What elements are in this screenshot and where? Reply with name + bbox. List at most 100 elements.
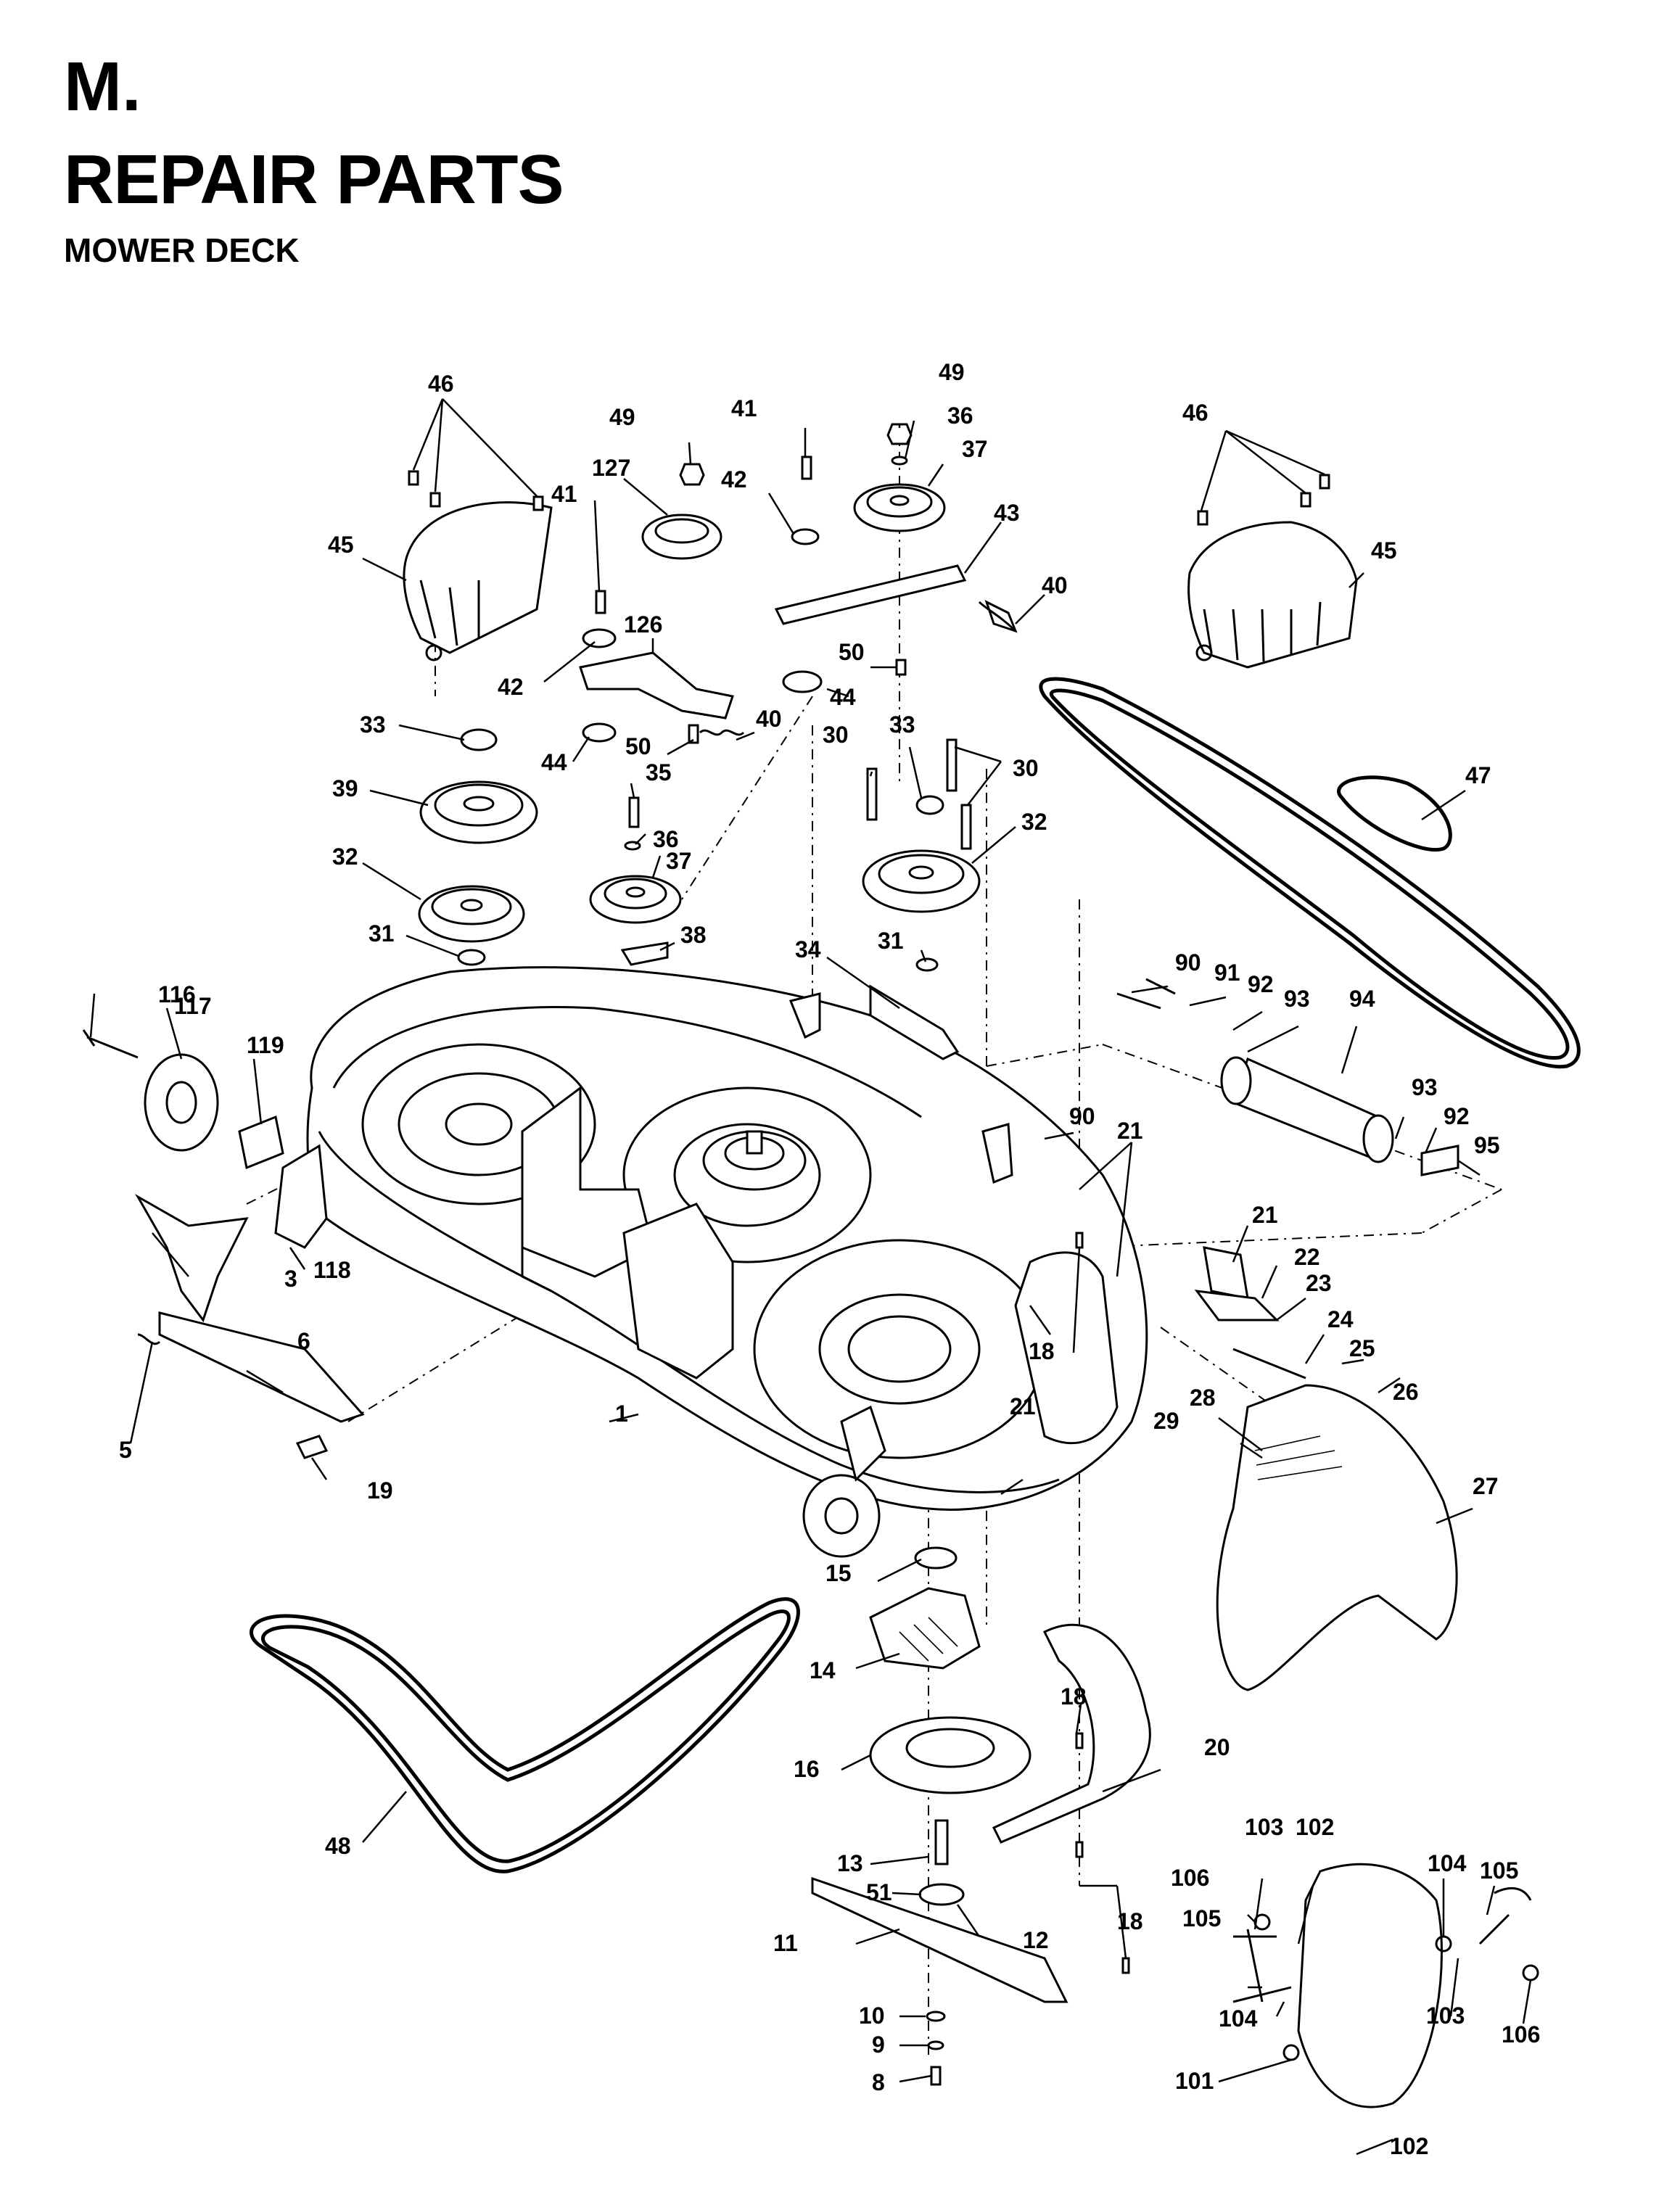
label-104: 104	[1219, 2005, 1258, 2032]
label-10: 10	[859, 2003, 885, 2029]
idler-arms-brackets	[579, 564, 1018, 1184]
label-34: 34	[795, 936, 821, 962]
label-106: 106	[1171, 1865, 1209, 1891]
label-40: 40	[1042, 572, 1068, 598]
label-22: 22	[1294, 1244, 1320, 1270]
label-105: 105	[1182, 1905, 1221, 1931]
label-40: 40	[756, 706, 782, 732]
label-42: 42	[498, 674, 524, 700]
label-35: 35	[646, 759, 672, 785]
label-39: 39	[332, 775, 358, 801]
label-18: 18	[1029, 1338, 1055, 1364]
label-21: 21	[1010, 1393, 1036, 1419]
label-42: 42	[721, 466, 747, 492]
label-93: 93	[1284, 986, 1310, 1012]
label-44: 44	[541, 749, 567, 775]
label-18: 18	[1061, 1683, 1087, 1710]
label-26: 26	[1393, 1379, 1419, 1405]
label-21: 21	[1252, 1202, 1278, 1228]
label-118: 118	[313, 1257, 351, 1283]
label-49: 49	[609, 404, 635, 430]
label-12: 12	[1023, 1927, 1049, 1953]
label-91: 91	[1214, 960, 1240, 986]
label-30: 30	[823, 722, 849, 748]
label-127: 127	[592, 455, 630, 481]
label-92: 92	[1444, 1103, 1470, 1129]
label-1: 1	[615, 1401, 628, 1427]
label-93: 93	[1412, 1074, 1438, 1100]
label-119: 119	[247, 1032, 284, 1058]
label-46: 46	[428, 371, 454, 397]
label-6: 6	[297, 1328, 310, 1354]
label-9: 9	[872, 2032, 885, 2058]
label-30: 30	[1013, 755, 1039, 781]
label-3: 3	[284, 1266, 297, 1292]
label-24: 24	[1327, 1306, 1354, 1332]
part-number-labels: 46 46 45 45 49 49 41 41 36 36 37 37 127 …	[119, 359, 1540, 2159]
label-126: 126	[624, 611, 662, 638]
rear-wheel-assembly	[82, 1029, 365, 1459]
label-13: 13	[837, 1850, 863, 1876]
label-5: 5	[119, 1437, 132, 1463]
label-94: 94	[1349, 986, 1375, 1012]
label-37: 37	[962, 436, 988, 462]
label-8: 8	[872, 2069, 885, 2095]
label-36: 36	[947, 403, 973, 429]
label-15: 15	[825, 1560, 852, 1586]
label-27: 27	[1473, 1473, 1499, 1499]
label-29: 29	[1153, 1408, 1179, 1434]
label-21: 21	[1117, 1118, 1143, 1144]
label-106: 106	[1502, 2021, 1540, 2048]
label-25: 25	[1349, 1335, 1375, 1361]
label-47: 47	[1465, 762, 1491, 788]
label-46: 46	[1182, 400, 1208, 426]
label-41: 41	[551, 481, 577, 507]
label-43: 43	[994, 500, 1020, 526]
pulleys	[418, 423, 981, 972]
section-letter: M.	[64, 48, 141, 125]
label-36: 36	[653, 826, 679, 852]
bolts-and-nuts	[595, 455, 1130, 1974]
label-45: 45	[1371, 537, 1397, 564]
label-92: 92	[1248, 971, 1274, 997]
label-32: 32	[332, 844, 358, 870]
mower-deck-housing	[274, 966, 1148, 1558]
label-14: 14	[810, 1657, 836, 1683]
blade-spindle-stack	[811, 1546, 1068, 2086]
cover-screws	[408, 470, 1330, 526]
label-11: 11	[773, 1930, 798, 1956]
label-51: 51	[866, 1879, 892, 1905]
label-104: 104	[1428, 1850, 1467, 1876]
label-28: 28	[1190, 1385, 1216, 1411]
page-title: REPAIR PARTS	[64, 141, 564, 218]
label-116: 116	[158, 981, 196, 1007]
label-33: 33	[360, 712, 386, 738]
left-belt-cover	[403, 501, 553, 661]
label-20: 20	[1204, 1734, 1230, 1760]
label-18: 18	[1117, 1908, 1143, 1934]
label-38: 38	[680, 922, 707, 948]
leader-lines	[89, 398, 1532, 2156]
deflector-shield	[1232, 1863, 1539, 2108]
label-31: 31	[368, 920, 395, 947]
label-90: 90	[1175, 949, 1201, 976]
right-belt-cover	[1187, 521, 1358, 669]
label-117: 117	[174, 993, 212, 1019]
label-45: 45	[328, 532, 354, 558]
label-103: 103	[1245, 1814, 1283, 1840]
label-44: 44	[830, 684, 856, 710]
label-19: 19	[367, 1477, 393, 1504]
label-50: 50	[839, 639, 865, 665]
label-23: 23	[1306, 1270, 1332, 1296]
label-103: 103	[1426, 2003, 1465, 2029]
label-49: 49	[939, 359, 965, 385]
label-32: 32	[1021, 809, 1047, 835]
anti-scalp-roller	[1116, 978, 1459, 1380]
label-48: 48	[325, 1833, 351, 1859]
label-102: 102	[1390, 2133, 1428, 2159]
label-95: 95	[1474, 1132, 1500, 1158]
label-33: 33	[889, 712, 915, 738]
label-31: 31	[878, 928, 904, 954]
label-105: 105	[1480, 1857, 1518, 1884]
label-90: 90	[1069, 1103, 1095, 1129]
